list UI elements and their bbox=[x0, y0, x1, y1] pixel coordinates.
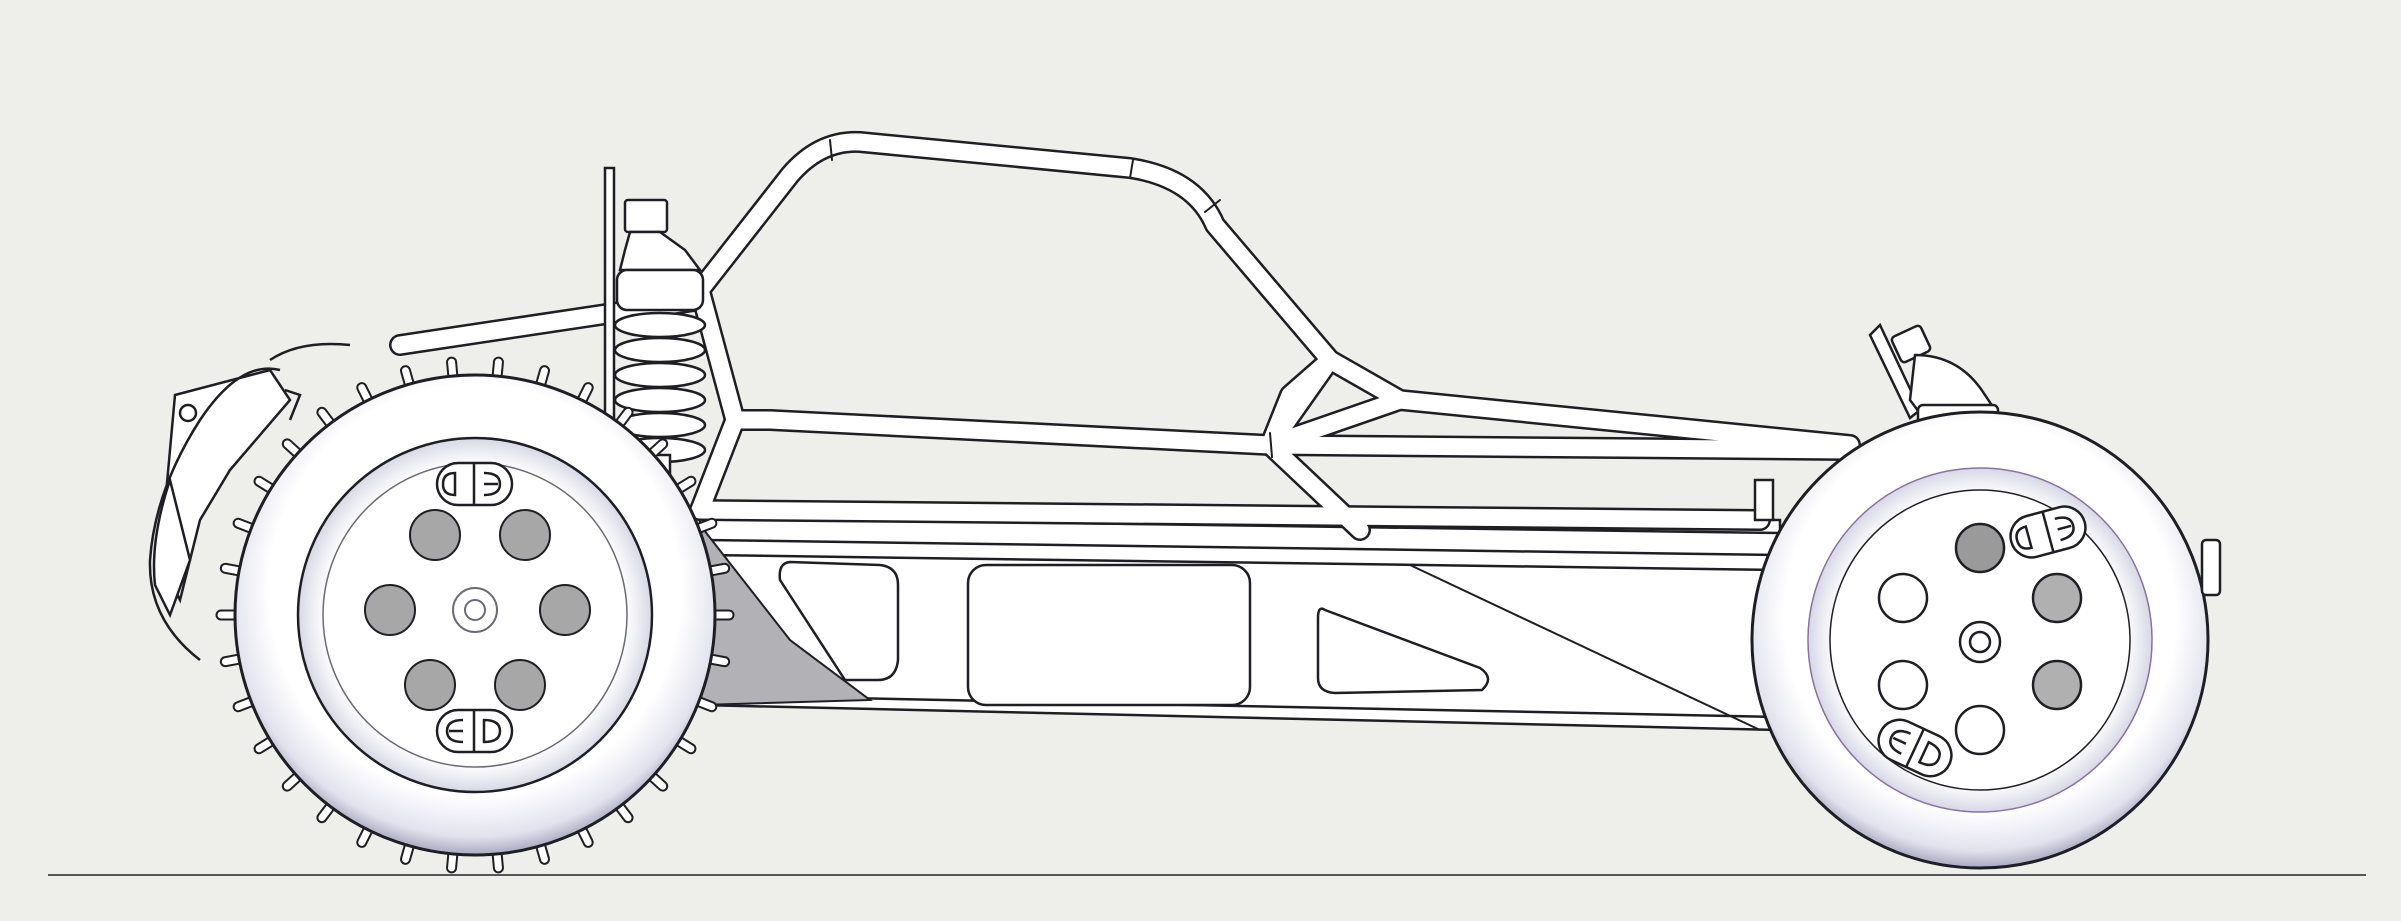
rim-holes bbox=[364, 509, 591, 711]
left-wheel bbox=[215, 356, 735, 874]
chassis-cutouts bbox=[778, 560, 1761, 731]
right-wheel bbox=[1750, 410, 2210, 870]
rear-axle-fitting bbox=[2200, 538, 2222, 597]
rim-logo-plate-right bbox=[1877, 505, 2087, 778]
rear-mount-bracket bbox=[152, 368, 292, 619]
rim-holes-right bbox=[1877, 522, 2083, 756]
gear-cover bbox=[148, 342, 351, 661]
rim-logo-plate bbox=[435, 461, 514, 754]
